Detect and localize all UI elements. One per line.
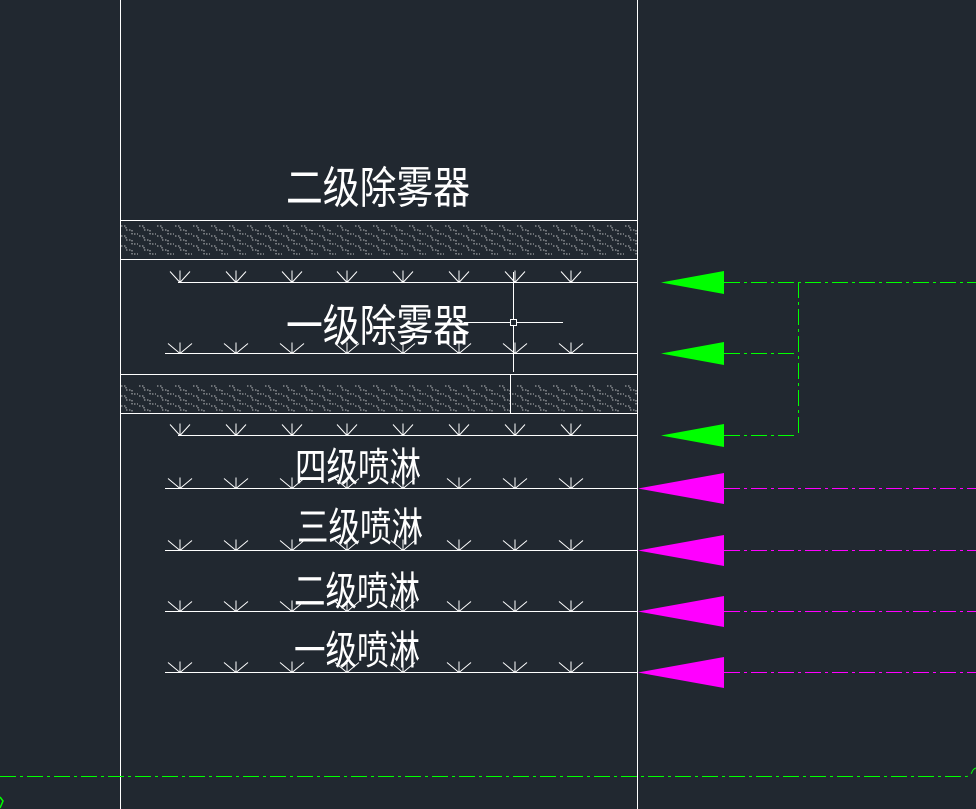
nozzle-icon	[558, 342, 584, 354]
label-spray-1: 一级喷淋	[294, 628, 420, 674]
nozzle-icon	[225, 270, 247, 283]
wash-water-lines	[724, 282, 976, 436]
nozzle-icon	[502, 600, 528, 612]
nozzle-icon	[167, 477, 193, 489]
label-demister-2: 二级除雾器	[286, 163, 470, 214]
nozzle-icon	[279, 600, 305, 612]
nozzle-icon	[448, 270, 470, 283]
nozzle-icon	[448, 423, 470, 436]
nozzle-icon	[334, 600, 360, 612]
nozzle-icon	[504, 270, 526, 283]
nozzle-icon	[167, 539, 193, 551]
nozzle-icon	[279, 661, 305, 673]
nozzle-icon	[390, 539, 416, 551]
label-spray-3: 三级喷淋	[297, 505, 423, 551]
nozzle-icon	[281, 270, 303, 283]
nozzle-icon	[390, 342, 416, 354]
spray-slurry-lines	[724, 488, 976, 673]
label-spray-4: 四级喷淋	[295, 445, 421, 491]
nozzle-icon	[558, 539, 584, 551]
spray-slurry-arrows	[638, 473, 724, 688]
nozzle-icon	[334, 539, 360, 551]
nozzle-icon	[446, 539, 472, 551]
nozzle-icon	[279, 539, 305, 551]
nozzle-icon	[223, 342, 249, 354]
nozzle-icon	[446, 661, 472, 673]
nozzle-icon	[334, 477, 360, 489]
bottom-centerline	[0, 767, 976, 777]
wash-header-demister-1-bottom	[169, 423, 637, 436]
label-spray-2: 二级喷淋	[294, 569, 420, 615]
nozzle-icon	[558, 600, 584, 612]
nozzle-icon	[167, 342, 193, 354]
nozzle-icon	[392, 270, 414, 283]
nozzle-icon	[279, 342, 305, 354]
nozzle-icon	[336, 270, 358, 283]
demister-2-bed	[121, 220, 637, 260]
nozzle-icon	[560, 270, 582, 283]
nozzle-icon	[558, 661, 584, 673]
nozzle-icon	[390, 600, 416, 612]
nozzle-icon	[502, 477, 528, 489]
nozzle-icon	[281, 423, 303, 436]
nozzle-icon	[223, 477, 249, 489]
spray-header-4	[165, 477, 637, 489]
crosshair-cursor	[464, 272, 563, 372]
nozzle-icon	[223, 539, 249, 551]
nozzle-icon	[446, 477, 472, 489]
spray-header-1	[165, 661, 637, 673]
nozzle-icon	[446, 600, 472, 612]
nozzle-icon	[502, 342, 528, 354]
nozzle-icon	[223, 661, 249, 673]
wash-header-demister-2-bottom	[169, 270, 637, 283]
spray-header-2	[165, 600, 637, 612]
nozzle-icon	[334, 661, 360, 673]
nozzle-icon	[169, 423, 191, 436]
demister-1-bed	[121, 374, 637, 414]
nozzle-icon	[502, 661, 528, 673]
nozzle-icon	[167, 661, 193, 673]
nozzle-icon	[502, 539, 528, 551]
nozzle-icon	[390, 661, 416, 673]
nozzle-icon	[446, 342, 472, 354]
nozzle-icon	[334, 342, 360, 354]
spray-header-3	[165, 539, 637, 551]
nozzle-icon	[336, 423, 358, 436]
nozzle-icon	[560, 423, 582, 436]
label-demister-1: 一级除雾器	[286, 301, 470, 352]
wash-water-arrows	[661, 271, 724, 447]
nozzle-icon	[279, 477, 305, 489]
corner-mark	[0, 796, 4, 809]
nozzle-icon	[558, 477, 584, 489]
wash-header-demister-1-top	[165, 342, 637, 354]
nozzle-icon	[223, 600, 249, 612]
nozzle-icon	[169, 270, 191, 283]
nozzle-icon	[167, 600, 193, 612]
nozzle-icon	[225, 423, 247, 436]
nozzle-icon	[390, 477, 416, 489]
nozzle-icon	[392, 423, 414, 436]
nozzle-icon	[504, 423, 526, 436]
